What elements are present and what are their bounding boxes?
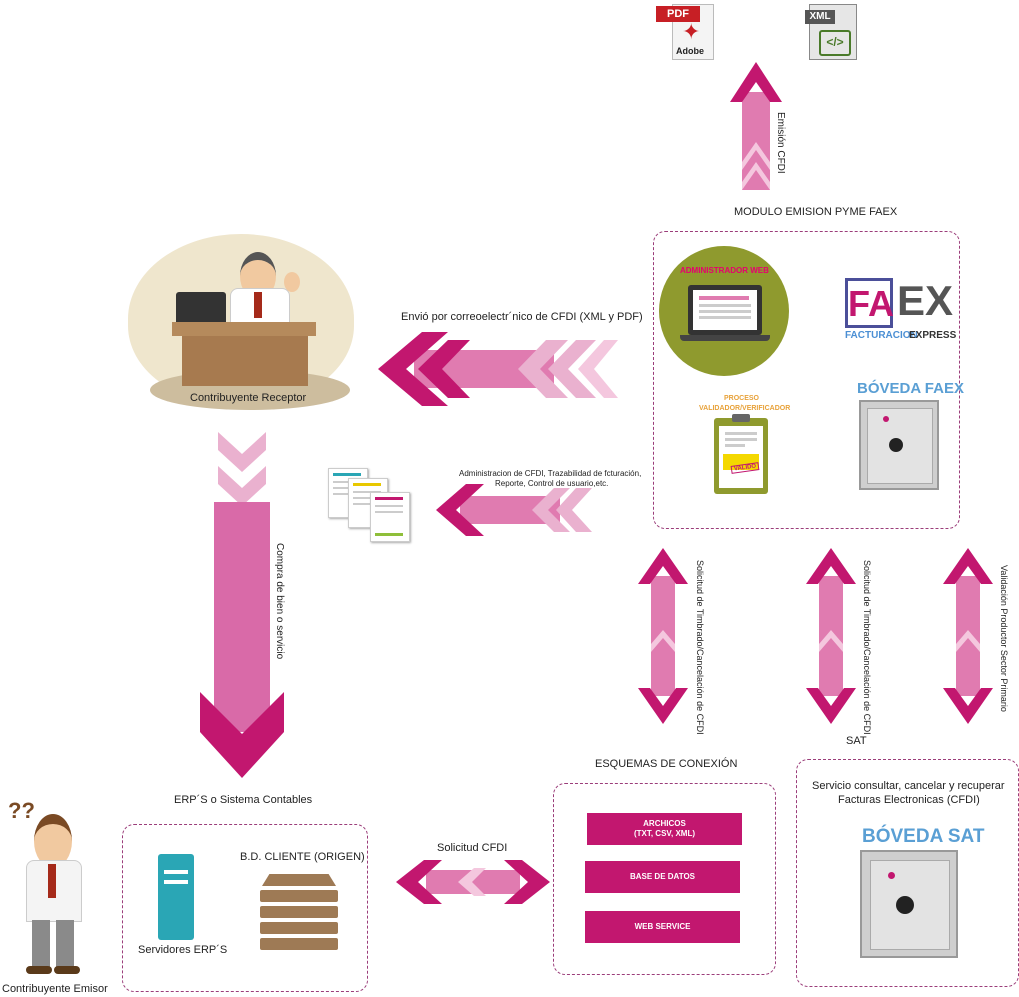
administrador-web-label: ADMINISTRADOR WEB xyxy=(680,266,769,275)
esquemas-conexion-title: ESQUEMAS DE CONEXIÓN xyxy=(595,758,738,770)
laptop-icon xyxy=(688,285,762,335)
envio-left-arrow xyxy=(378,332,618,406)
report-document-icon-3 xyxy=(370,492,410,542)
timbrado-arrow-2 xyxy=(806,548,856,724)
solicitud-double-arrow xyxy=(396,860,550,904)
contribuyente-emisor-label: Contribuyente Emisor xyxy=(2,983,108,995)
proceso-label-2: VALIDADOR/VERIFICADOR xyxy=(699,405,791,412)
xml-file-icon: XML </> xyxy=(805,4,857,60)
base-datos-option: BASE DE DATOS xyxy=(585,861,740,893)
server-icon xyxy=(158,854,194,940)
emision-up-arrow xyxy=(730,62,782,190)
servidores-erp-label: Servidores ERP´S xyxy=(138,944,228,956)
solicitud-cfdi-label: Solicitud CFDI xyxy=(437,842,508,854)
clipboard-icon: VALIDO xyxy=(714,414,768,494)
compra-bien-label: Compra de bien o servicio xyxy=(274,543,285,660)
boveda-faex-title: BÓVEDA FAEX xyxy=(857,380,964,397)
sat-label: SAT xyxy=(846,735,867,747)
proceso-label-1: PROCESO xyxy=(724,395,760,402)
boveda-sat-title: BÓVEDA SAT xyxy=(862,826,985,847)
question-marks-icon: ?? xyxy=(8,798,35,823)
vertical-label-3: Validación Productor Sector Primario xyxy=(999,565,1009,712)
validacion-arrow xyxy=(943,548,993,724)
receptor-person-icon xyxy=(226,252,300,330)
emisor-person-icon xyxy=(18,810,88,974)
receptor-desk xyxy=(172,322,316,336)
emision-cfdi-label: Emisión CFDI xyxy=(775,112,786,174)
compra-down-arrow xyxy=(200,432,284,778)
vertical-label-2: Solicitud de Timbrado/Cancelación de CFD… xyxy=(862,560,872,735)
archivos-option: ARCHICOS(TXT, CSV, XML) xyxy=(587,813,742,845)
bd-cliente-label: B.D. CLIENTE (ORIGEN) xyxy=(240,851,365,863)
contribuyente-receptor-label: Contribuyente Receptor xyxy=(190,392,307,404)
database-icon xyxy=(258,874,340,960)
safe-faex-icon xyxy=(859,400,939,490)
servicio-sat-label-2: Facturas Electronicas (CFDI) xyxy=(838,794,980,806)
servicio-sat-label-1: Servicio consultar, cancelar y recuperar xyxy=(812,780,1005,792)
administracion-label-2: Reporte, Control de usuario,etc. xyxy=(495,479,609,488)
erp-sistemas-title: ERP´S o Sistema Contables xyxy=(174,794,313,806)
modulo-emision-title: MODULO EMISION PYME FAEX xyxy=(734,206,898,218)
receptor-laptop xyxy=(176,292,226,326)
vertical-label-1: Solicitud de Timbrado/Cancelación de CFD… xyxy=(695,560,705,735)
pdf-file-icon: PDF ✦ Adobe xyxy=(656,4,714,60)
administracion-left-arrow xyxy=(436,484,592,536)
envio-correo-label: Envió por correoelectr´nico de CFDI (XML… xyxy=(401,311,643,323)
administracion-label-1: Administracion de CFDI, Trazabilidad de … xyxy=(459,469,642,478)
safe-sat-icon xyxy=(860,850,958,958)
timbrado-arrow-1 xyxy=(638,548,688,724)
web-service-option: WEB SERVICE xyxy=(585,911,740,943)
faex-logo: FA EX FACTURACION EXPRESS xyxy=(845,277,957,341)
